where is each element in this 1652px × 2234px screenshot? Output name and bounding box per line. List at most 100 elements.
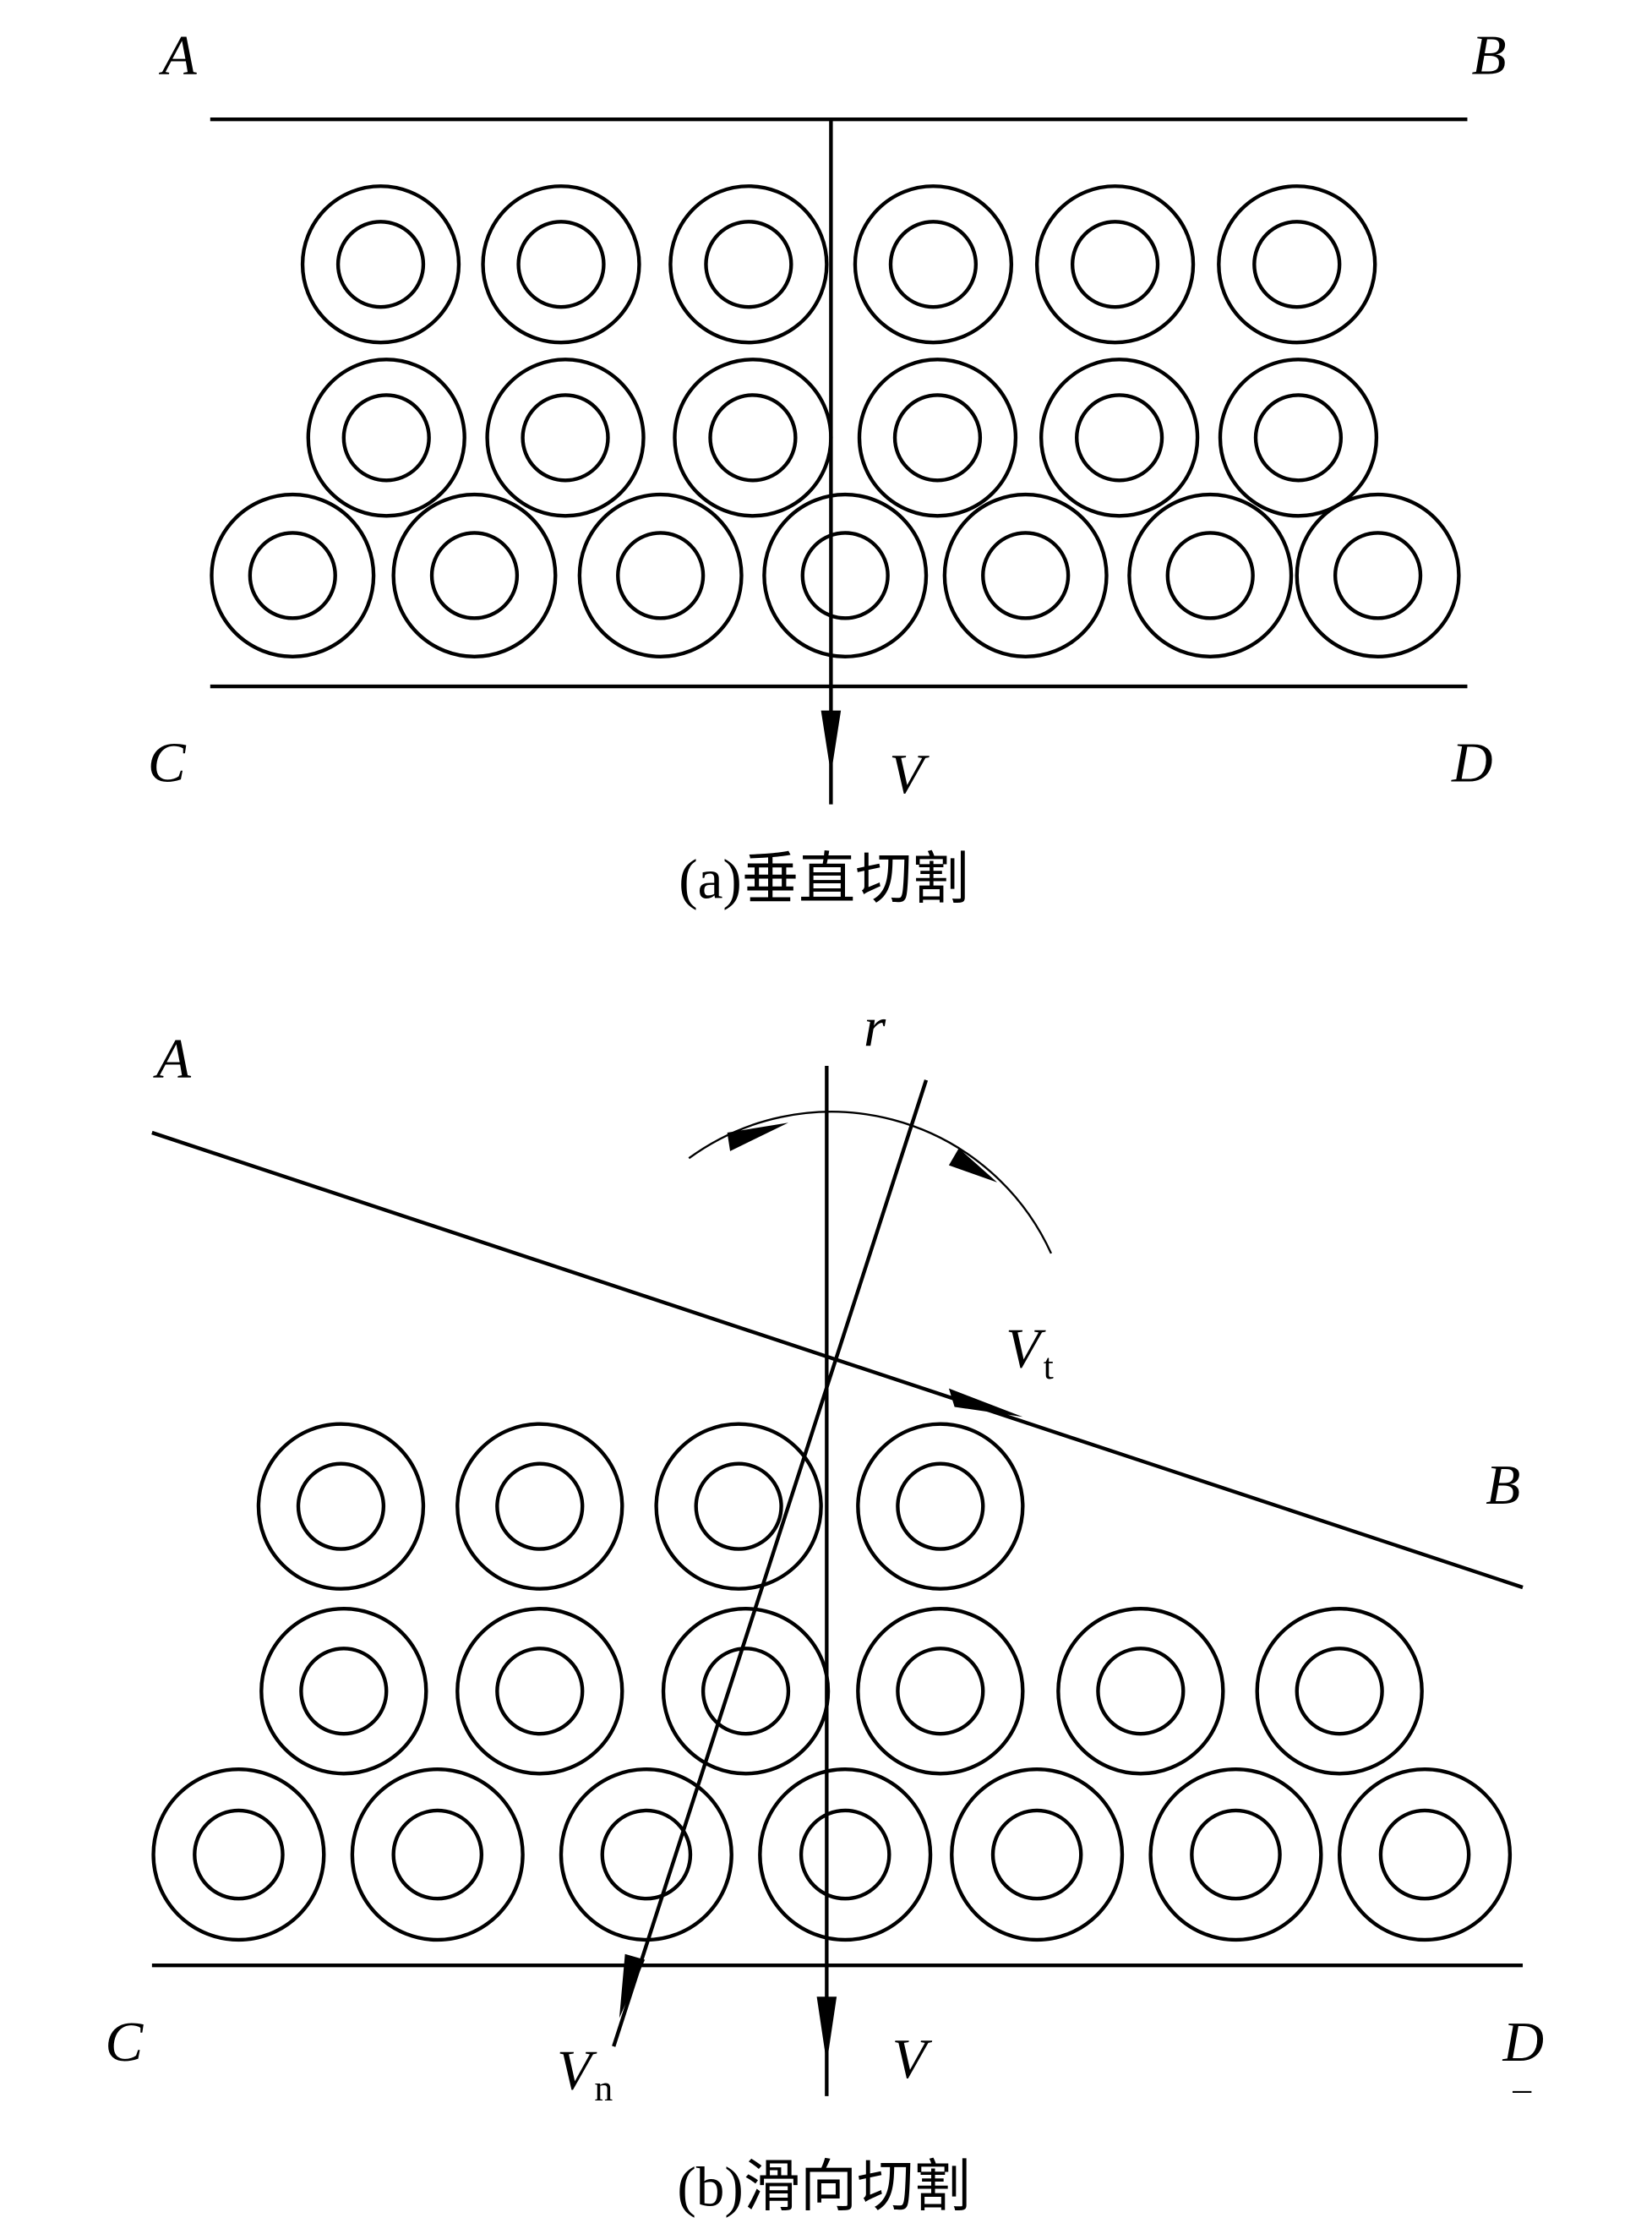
ring-inner — [701, 1647, 791, 1736]
label-a: A — [159, 23, 198, 86]
product-ring — [485, 358, 646, 518]
ring-outer — [210, 492, 376, 658]
ring-inner — [1190, 1808, 1282, 1901]
product-ring — [1039, 358, 1200, 518]
label-v: V — [892, 2027, 933, 2090]
product-ring — [857, 358, 1018, 518]
ring-inner — [1253, 393, 1344, 483]
ring-inner — [495, 1647, 585, 1736]
ring-outer — [256, 1422, 426, 1591]
product-ring — [942, 492, 1109, 658]
product-ring — [259, 1607, 428, 1776]
ring-outer — [481, 184, 641, 345]
product-ring — [673, 358, 833, 518]
product-ring — [853, 184, 1014, 345]
ring-outer — [151, 1767, 326, 1942]
label-dash: – — [1512, 2068, 1532, 2109]
ring-inner — [248, 531, 337, 620]
ring-outer — [856, 1607, 1025, 1776]
velocity-line-vn — [612, 1079, 929, 2047]
label-d: D — [1451, 731, 1493, 795]
ring-inner — [1070, 220, 1160, 309]
product-ring — [856, 1607, 1025, 1776]
ring-inner — [990, 1808, 1083, 1901]
product-ring — [668, 184, 829, 345]
ring-outer — [350, 1767, 525, 1942]
ring-outer — [1127, 492, 1294, 658]
ring-outer — [455, 1422, 624, 1591]
product-ring — [210, 492, 376, 658]
ring-outer — [1034, 184, 1196, 345]
product-ring — [455, 1607, 624, 1776]
ring-outer — [950, 1767, 1125, 1942]
ring-inner — [335, 220, 426, 309]
product-ring — [391, 492, 558, 658]
arrow-vt-icon — [948, 1388, 1023, 1417]
ring-outer — [1056, 1607, 1225, 1776]
ring-outer — [1217, 184, 1377, 345]
arrow-v-icon — [816, 1996, 837, 2064]
ring-inner — [708, 393, 798, 483]
ring-outer — [391, 492, 558, 658]
ring-outer — [758, 1767, 933, 1942]
product-ring — [758, 1767, 933, 1942]
label-c: C — [148, 731, 187, 795]
product-ring — [350, 1767, 525, 1942]
ring-inner — [193, 1808, 285, 1901]
ring-inner — [429, 531, 520, 620]
ring-outer — [1337, 1767, 1513, 1942]
label-b: B — [1472, 23, 1507, 86]
product-ring — [151, 1767, 326, 1942]
ring-outer — [654, 1422, 823, 1591]
ring-inner — [704, 220, 793, 309]
ring-outer — [1039, 358, 1200, 518]
label-r: r — [864, 995, 886, 1058]
label-c: C — [105, 2010, 144, 2073]
ring-outer — [559, 1767, 733, 1942]
caption-a: (a)垂直切割 — [679, 848, 969, 911]
ring-inner — [516, 220, 606, 309]
ring-inner — [296, 1461, 386, 1551]
label-v: V — [889, 742, 930, 806]
product-ring — [1148, 1767, 1323, 1942]
product-ring — [300, 184, 461, 345]
ring-inner — [800, 531, 890, 620]
angle-arc — [688, 1111, 1053, 1254]
arrow-v-icon — [821, 710, 842, 775]
ring-inner — [896, 1461, 985, 1551]
product-ring — [1056, 1607, 1225, 1776]
ring-inner — [1075, 393, 1164, 483]
panel-a-vertical-cutting: A B C D V (a)垂直切割 — [148, 23, 1507, 910]
product-ring — [1217, 184, 1377, 345]
ring-outer — [762, 492, 929, 658]
ring-inner — [391, 1808, 484, 1901]
label-a: A — [153, 1026, 192, 1090]
ring-outer — [485, 358, 646, 518]
product-ring — [950, 1767, 1125, 1942]
ring-outer — [853, 184, 1014, 345]
ring-inner — [521, 393, 610, 483]
ring-outer — [1218, 358, 1379, 518]
ring-inner — [1096, 1647, 1186, 1736]
ring-inner — [888, 220, 979, 309]
ring-inner — [341, 393, 431, 483]
ring-outer — [856, 1422, 1025, 1591]
ring-inner — [495, 1461, 585, 1551]
product-ring — [1337, 1767, 1513, 1942]
product-ring — [1127, 492, 1294, 658]
product-ring — [577, 492, 744, 658]
product-ring — [306, 358, 466, 518]
label-b: B — [1486, 1453, 1520, 1516]
product-ring — [1218, 358, 1379, 518]
product-circles-b — [151, 1422, 1513, 1942]
ring-outer — [857, 358, 1018, 518]
ring-inner — [616, 531, 706, 620]
ring-outer — [259, 1607, 428, 1776]
ring-inner — [892, 393, 983, 483]
product-ring — [1034, 184, 1196, 345]
ring-inner — [1295, 1647, 1384, 1736]
